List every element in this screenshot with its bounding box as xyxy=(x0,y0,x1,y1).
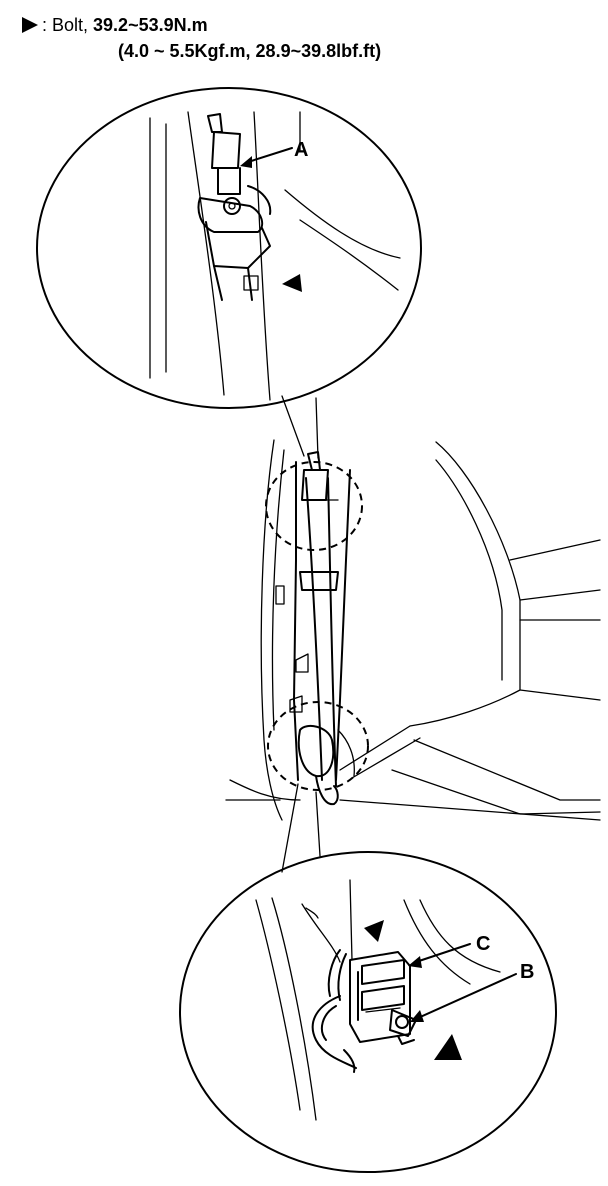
upper-detail-view xyxy=(36,87,422,409)
bolt-marker-bottom-icon xyxy=(434,1034,462,1060)
upper-detail-circle xyxy=(36,87,422,409)
bolt-label: : Bolt, xyxy=(42,15,94,35)
torque-spec: : Bolt, 39.2~53.9N.m (4.0 ~ 5.5Kgf.m, 28… xyxy=(22,12,582,64)
retractor-detail-marker xyxy=(267,701,369,791)
bolt-marker-top-icon xyxy=(364,920,384,942)
lower-detail-view xyxy=(179,851,557,1173)
bolt-marker-upper-icon xyxy=(282,274,302,292)
torque-nm: 39.2~53.9N.m xyxy=(93,15,208,35)
callout-a: A xyxy=(294,139,308,161)
lower-detail-circle xyxy=(179,851,557,1173)
bolt-marker-icon xyxy=(22,17,38,33)
torque-alt-units: (4.0 ~ 5.5Kgf.m, 28.9~39.8lbf.ft) xyxy=(118,41,382,61)
upper-anchor-detail-marker xyxy=(265,461,363,551)
vehicle-overview xyxy=(225,439,601,821)
callout-b: B xyxy=(520,961,534,983)
torque-line-1: : Bolt, 39.2~53.9N.m xyxy=(22,12,582,38)
callout-c: C xyxy=(476,933,490,955)
